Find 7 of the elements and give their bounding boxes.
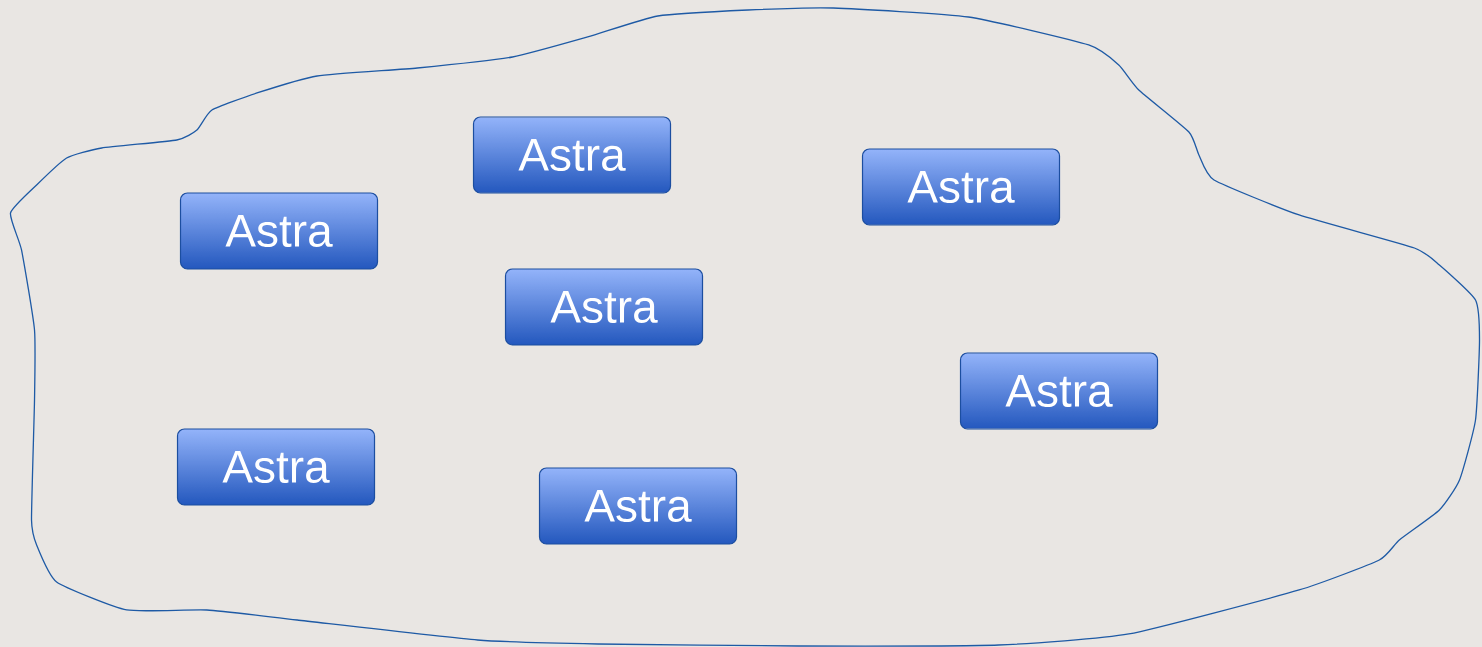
process-box: Astra bbox=[176, 428, 376, 506]
process-box: Astra bbox=[538, 467, 738, 545]
process-box: Astra bbox=[504, 268, 704, 346]
process-box: Astra bbox=[179, 192, 379, 270]
process-box: Astra bbox=[959, 352, 1159, 430]
process-box: Astra bbox=[472, 116, 672, 194]
process-box: Astra bbox=[861, 148, 1061, 226]
